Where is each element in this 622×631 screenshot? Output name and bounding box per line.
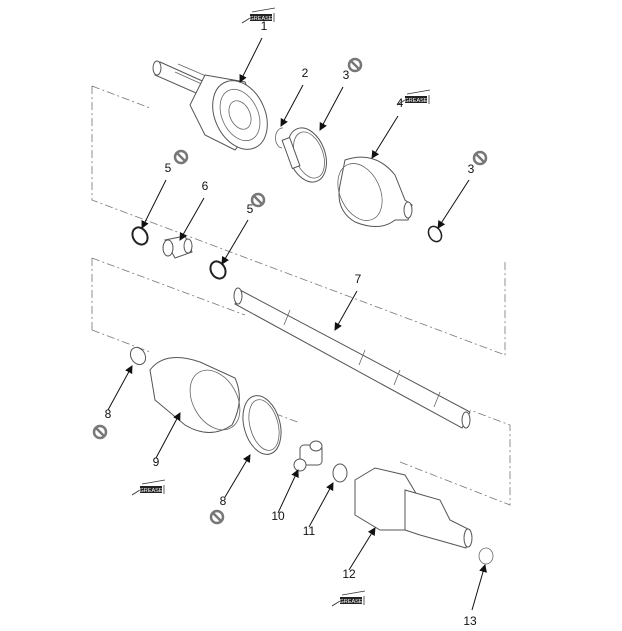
callout-arrow <box>224 454 251 498</box>
boot-band-small <box>209 260 227 280</box>
grease-label: GREASE <box>340 599 363 605</box>
callout-arrow <box>348 527 376 571</box>
callout-arrow <box>334 290 358 331</box>
grease-icon: GREASE <box>241 7 276 24</box>
callout-label: 6 <box>202 179 209 193</box>
callout-arrow <box>107 365 133 411</box>
dynamic-damper <box>162 235 193 259</box>
callout-label: 3 <box>343 68 350 82</box>
do-not-reuse-icon <box>472 150 488 166</box>
spider-assembly <box>293 440 323 472</box>
callout-label: 11 <box>303 524 316 538</box>
do-not-reuse-icon <box>209 509 225 525</box>
callout-arrow <box>437 179 470 229</box>
callout-label: 12 <box>342 567 356 581</box>
outer-cv-joint <box>152 60 268 151</box>
grease-label: GREASE <box>140 488 163 494</box>
callout-arrow <box>277 469 299 514</box>
grease-icon: GREASE <box>331 590 366 607</box>
callout-label: 1 <box>261 19 268 33</box>
callout-label: 13 <box>463 614 477 628</box>
callout-label: 9 <box>153 455 160 469</box>
boot-band-small-right <box>427 225 443 243</box>
inner-boot <box>149 357 241 433</box>
callout-arrow <box>221 219 249 265</box>
grease-icon: GREASE <box>131 479 166 496</box>
callout-label: 3 <box>468 162 475 176</box>
outer-boot <box>337 156 413 227</box>
callout-arrow <box>239 37 263 83</box>
boot-band-small <box>131 226 149 246</box>
do-not-reuse-icon <box>92 424 108 440</box>
callout-arrow <box>141 179 167 229</box>
snap-ring <box>332 463 348 483</box>
grease-label: GREASE <box>250 16 273 22</box>
callout-label: 5 <box>247 202 254 216</box>
callout-label: 7 <box>355 272 362 286</box>
circlip <box>275 127 284 149</box>
do-not-reuse-icon <box>250 192 266 208</box>
grease-icon: GREASE <box>396 89 431 106</box>
do-not-reuse-icon <box>173 149 189 165</box>
inner-joint-housing <box>354 467 473 549</box>
callout-label: 5 <box>165 161 172 175</box>
callout-arrow <box>280 84 304 127</box>
boot-band-inner-large <box>242 395 282 455</box>
boot-band-inner-small <box>129 346 147 366</box>
callout-arrow <box>308 482 334 528</box>
do-not-reuse-icon <box>347 57 363 73</box>
callout-arrow <box>155 412 181 459</box>
callout-arrow <box>371 115 399 159</box>
drive-shaft <box>233 287 471 429</box>
callout-label: 8 <box>220 494 227 508</box>
callout-arrow <box>471 564 487 611</box>
callout-label: 10 <box>271 509 285 523</box>
assembly-outline-upper <box>91 85 506 356</box>
grease-label: GREASE <box>405 98 428 104</box>
assembly-outline-lower <box>91 257 511 506</box>
circlip-13 <box>478 547 494 565</box>
callout-arrow <box>179 197 205 241</box>
boot-band-outer <box>281 127 327 183</box>
callout-label: 2 <box>302 66 309 80</box>
callout-arrow <box>319 86 344 131</box>
callout-label: 8 <box>105 407 112 421</box>
